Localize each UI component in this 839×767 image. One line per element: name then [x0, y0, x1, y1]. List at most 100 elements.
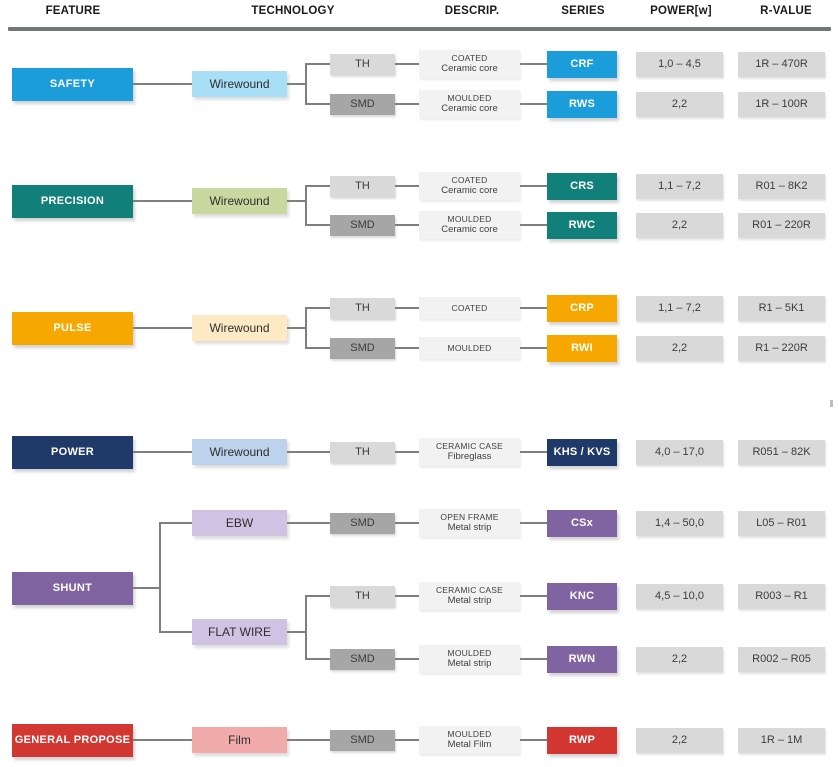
feature-box: POWER [12, 435, 133, 469]
technology-box: FLAT WIRE [192, 619, 287, 645]
power-value-box: 1,0 – 4,5 [636, 51, 723, 77]
description-line2: Metal strip [447, 595, 492, 607]
power-value-box: 2,2 [636, 212, 723, 238]
technology-branch-line [287, 327, 306, 329]
technology-branch-line-vertical [305, 185, 307, 226]
description-to-series-line [520, 185, 547, 187]
feature-box: PRECISION [12, 184, 133, 218]
technology-branch-stub [306, 224, 330, 226]
description-box: MOULDED [419, 337, 520, 359]
mount-box: SMD [330, 214, 395, 236]
power-value-box: 4,5 – 10,0 [636, 583, 723, 609]
description-line1: CERAMIC CASE [435, 441, 504, 452]
technology-to-mount-line [287, 739, 330, 741]
power-value-box: 2,2 [636, 91, 723, 117]
description-to-series-line [520, 103, 547, 105]
series-box: CRS [547, 172, 617, 200]
mount-to-description-line [395, 307, 419, 309]
column-header-series: SERIES [561, 5, 605, 17]
series-box: RWI [547, 334, 617, 362]
description-line1: MOULDED [447, 214, 492, 225]
power-value-box: 1,1 – 7,2 [636, 295, 723, 321]
technology-branch-line [287, 631, 306, 633]
feature-branch-line-vertical [159, 522, 161, 633]
feature-branch-stub [160, 631, 192, 633]
series-box: CSx [547, 509, 617, 537]
power-value-box: 1,4 – 50,0 [636, 510, 723, 536]
technology-box: EBW [192, 510, 287, 536]
technology-branch-stub [306, 185, 330, 187]
description-line1: COATED [451, 53, 488, 64]
stray-mark [830, 400, 833, 407]
mount-box: TH [330, 441, 395, 463]
r-value-box: 1R – 470R [738, 51, 825, 77]
mount-to-description-line [395, 595, 419, 597]
technology-box: Wirewound [192, 315, 287, 341]
mount-to-description-line [395, 658, 419, 660]
mount-box: SMD [330, 93, 395, 115]
description-line2: Ceramic core [441, 103, 498, 115]
r-value-box: R003 – R1 [738, 583, 825, 609]
technology-branch-stub [306, 658, 330, 660]
series-box: CRP [547, 294, 617, 322]
mount-to-description-line [395, 451, 419, 453]
description-to-series-line [520, 451, 547, 453]
technology-branch-stub [306, 63, 330, 65]
description-line1: MOULDED [447, 648, 492, 659]
technology-branch-stub [306, 347, 330, 349]
technology-to-mount-line [287, 522, 330, 524]
power-value-box: 2,2 [636, 646, 723, 672]
feature-to-technology-line [133, 200, 192, 202]
description-line2: Metal strip [447, 522, 492, 534]
description-line1: MOULDED [447, 729, 492, 740]
feature-to-technology-line [133, 739, 192, 741]
r-value-box: R1 – 220R [738, 335, 825, 361]
technology-branch-line-vertical [305, 63, 307, 105]
technology-branch-stub [306, 103, 330, 105]
series-box: RWS [547, 90, 617, 118]
column-header-technology: TECHNOLOGY [251, 5, 335, 17]
r-value-box: R002 – R05 [738, 646, 825, 672]
technology-to-mount-line [287, 451, 330, 453]
column-header-r-value: R-VALUE [760, 5, 812, 17]
header-rule [8, 27, 831, 31]
feature-box: SAFETY [12, 67, 133, 101]
description-to-series-line [520, 347, 547, 349]
technology-branch-line-vertical [305, 307, 307, 349]
description-line1: MOULDED [447, 93, 492, 104]
mount-to-description-line [395, 63, 419, 65]
mount-box: TH [330, 297, 395, 319]
feature-to-technology-line [133, 327, 192, 329]
technology-branch-stub [306, 307, 330, 309]
technology-box: Wirewound [192, 439, 287, 465]
description-to-series-line [520, 739, 547, 741]
r-value-box: R1 – 5K1 [738, 295, 825, 321]
series-box: KNC [547, 582, 617, 610]
power-value-box: 4,0 – 17,0 [636, 439, 723, 465]
mount-to-description-line [395, 739, 419, 741]
description-line1: COATED [451, 175, 488, 186]
description-line2: Fibreglass [447, 451, 492, 463]
technology-box: Wirewound [192, 188, 287, 214]
series-box: RWC [547, 211, 617, 239]
description-line1: MOULDED [447, 342, 492, 353]
r-value-box: 1R – 100R [738, 91, 825, 117]
column-header-descrip: DESCRIP. [444, 5, 500, 17]
description-line1: COATED [451, 302, 488, 313]
r-value-box: L05 – R01 [738, 510, 825, 536]
feature-box: PULSE [12, 311, 133, 345]
description-to-series-line [520, 63, 547, 65]
power-value-box: 1,1 – 7,2 [636, 173, 723, 199]
feature-to-technology-line [133, 451, 192, 453]
description-to-series-line [520, 307, 547, 309]
power-value-box: 2,2 [636, 335, 723, 361]
series-box: RWN [547, 645, 617, 673]
